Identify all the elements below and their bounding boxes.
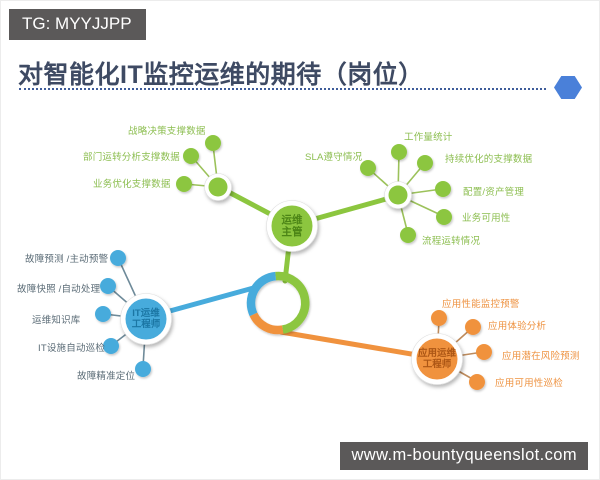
it-engineer-label: 故障精准定位 <box>77 371 136 382</box>
satellite-node <box>417 155 433 171</box>
it-engineer-label: 运维知识库 <box>32 315 81 326</box>
satellite-node <box>360 160 376 176</box>
satellite-node <box>100 278 116 294</box>
hub-app-engineer-label: 应用运维 工程师 <box>405 348 469 370</box>
satellite-node <box>110 250 126 266</box>
satellite-node <box>135 361 151 377</box>
supervisor-left-label: 业务优化支撑数据 <box>93 179 171 190</box>
hub-label-line: 工程师 <box>422 359 452 371</box>
supervisor-right-label: SLA遵守情况 <box>305 152 363 163</box>
center-ring <box>246 271 310 335</box>
satellite-node <box>183 148 199 164</box>
page-title: 对智能化IT监控运维的期待（岗位） <box>18 61 424 89</box>
satellite-node <box>103 338 119 354</box>
app-engineer-label: 应用可用性巡检 <box>495 378 563 389</box>
supervisor-right-label: 持续优化的支撑数据 <box>445 154 533 165</box>
hub-it-engineer-label: IT运维 工程师 <box>114 308 178 330</box>
connector-app-ring <box>278 329 438 361</box>
satellite-node <box>476 344 492 360</box>
hub-app-engineer <box>416 338 458 380</box>
hexagon-icon <box>554 76 582 99</box>
ring-orange-arc <box>249 312 284 335</box>
supervisor-right-label: 工作量统计 <box>404 132 453 143</box>
sub-hub-node <box>388 185 408 205</box>
title-underline <box>19 88 546 90</box>
app-engineer-label: 应用潜在风险预测 <box>502 351 580 362</box>
satellite-node <box>391 144 407 160</box>
satellite-node <box>176 176 192 192</box>
hub-label-line: 应用运维 <box>417 348 456 359</box>
supervisor-right-label: 配置/资产管理 <box>463 187 525 198</box>
supervisor-right-label: 业务可用性 <box>462 213 511 224</box>
satellite-node <box>400 227 416 243</box>
satellite-node <box>431 310 447 326</box>
hub-label-line: IT运维 <box>132 308 160 319</box>
hub-supervisor <box>271 205 313 247</box>
supervisor-left-label: 部门运转分析支撑数据 <box>83 152 181 163</box>
satellite-nodes <box>95 135 492 390</box>
app-engineer-label: 应用性能监控预警 <box>442 299 520 310</box>
satellite-node <box>435 181 451 197</box>
ring-green-arc <box>275 271 310 334</box>
supervisor-right-label: 流程运转情况 <box>422 236 481 247</box>
it-engineer-label: 故障快照 /自动处理 <box>17 284 101 295</box>
it-engineer-label: 故障预测 /主动预警 <box>25 254 109 265</box>
hub-supervisor-label: 运维 主管 <box>260 214 324 239</box>
hub-label-line: 主管 <box>281 226 303 239</box>
app-engineer-label: 应用体验分析 <box>488 321 547 332</box>
supervisor-left-label: 战略决策支撑数据 <box>128 126 206 137</box>
sub-hub-nodes <box>204 173 412 209</box>
hub-label-line: 工程师 <box>131 319 161 331</box>
tg-badge: TG: MYYJJPP <box>9 9 146 40</box>
sub-hub-node <box>208 177 228 197</box>
satellite-node <box>465 319 481 335</box>
watermark-badge: www.m-bountyqueenslot.com <box>340 442 588 470</box>
satellite-node <box>469 374 485 390</box>
it-engineer-label: IT设施自动巡检 <box>38 343 106 354</box>
satellite-node <box>436 209 452 225</box>
spokes-supervisor-right <box>368 152 444 235</box>
satellite-node <box>95 306 111 322</box>
ring-blue-arc <box>246 271 277 317</box>
satellite-node <box>205 135 221 151</box>
hub-it-engineer <box>125 298 167 340</box>
hub-label-line: 运维 <box>281 214 303 226</box>
hub-nodes <box>120 200 463 385</box>
